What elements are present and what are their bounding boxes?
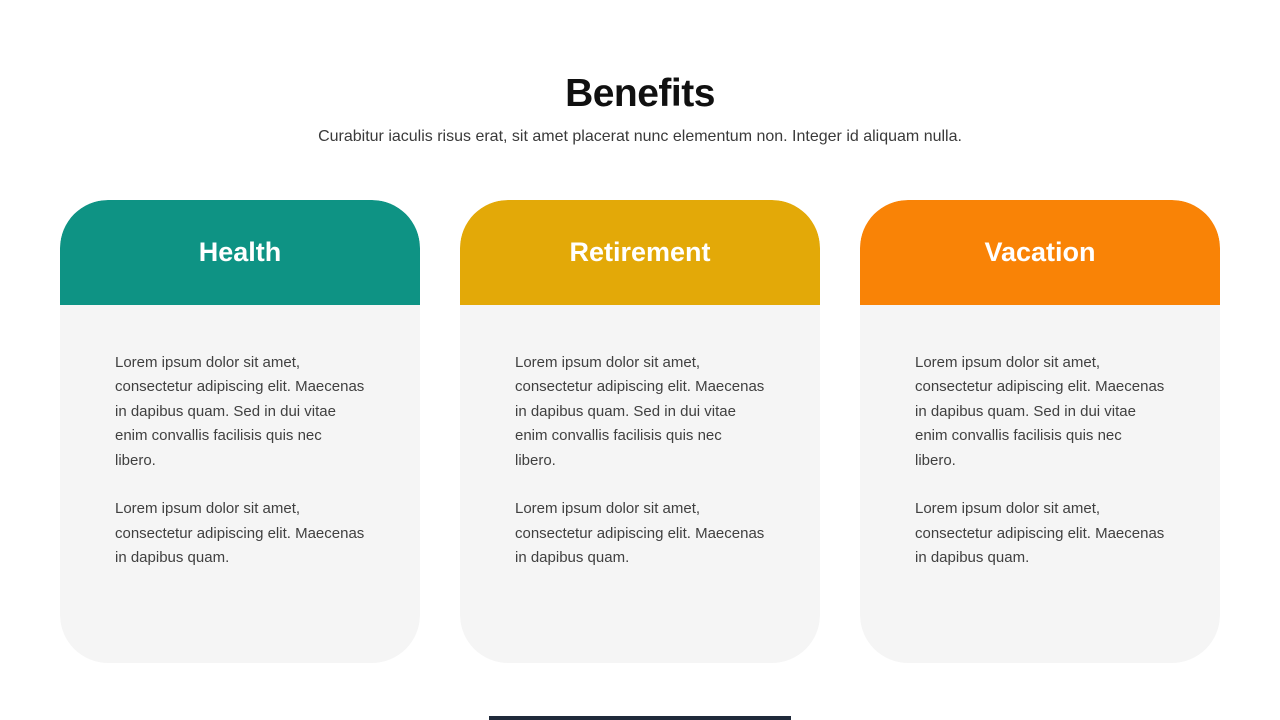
- card-title-health: Health: [198, 237, 282, 267]
- benefit-card-health: Health Lorem ipsum dolor sit amet, conse…: [60, 200, 420, 663]
- card-body-vacation: Lorem ipsum dolor sit amet, consectetur …: [860, 305, 1220, 663]
- benefit-card-vacation: Vacation Lorem ipsum dolor sit amet, con…: [860, 200, 1220, 663]
- slide-header: Benefits Curabitur iaculis risus erat, s…: [0, 0, 1280, 146]
- slide-title: Benefits: [565, 72, 715, 115]
- card-paragraph: Lorem ipsum dolor sit amet, consectetur …: [915, 500, 1165, 567]
- card-title-retirement: Retirement: [569, 237, 711, 267]
- benefit-cards-row: Health Lorem ipsum dolor sit amet, conse…: [60, 200, 1220, 663]
- card-paragraph: Lorem ipsum dolor sit amet, consectetur …: [115, 354, 365, 469]
- card-paragraph: Lorem ipsum dolor sit amet, consectetur …: [915, 354, 1165, 469]
- card-header-health: Health: [60, 200, 420, 305]
- card-paragraph: Lorem ipsum dolor sit amet, consectetur …: [115, 500, 365, 567]
- card-header-retirement: Retirement: [460, 200, 820, 305]
- card-title-vacation: Vacation: [984, 237, 1096, 267]
- card-header-vacation: Vacation: [860, 200, 1220, 305]
- card-body-retirement: Lorem ipsum dolor sit amet, consectetur …: [460, 305, 820, 663]
- benefit-card-retirement: Retirement Lorem ipsum dolor sit amet, c…: [460, 200, 820, 663]
- card-paragraph: Lorem ipsum dolor sit amet, consectetur …: [515, 354, 765, 469]
- bottom-accent-bar: [489, 716, 791, 720]
- card-paragraph: Lorem ipsum dolor sit amet, consectetur …: [515, 500, 765, 567]
- slide-subtitle: Curabitur iaculis risus erat, sit amet p…: [318, 127, 962, 145]
- card-body-health: Lorem ipsum dolor sit amet, consectetur …: [60, 305, 420, 663]
